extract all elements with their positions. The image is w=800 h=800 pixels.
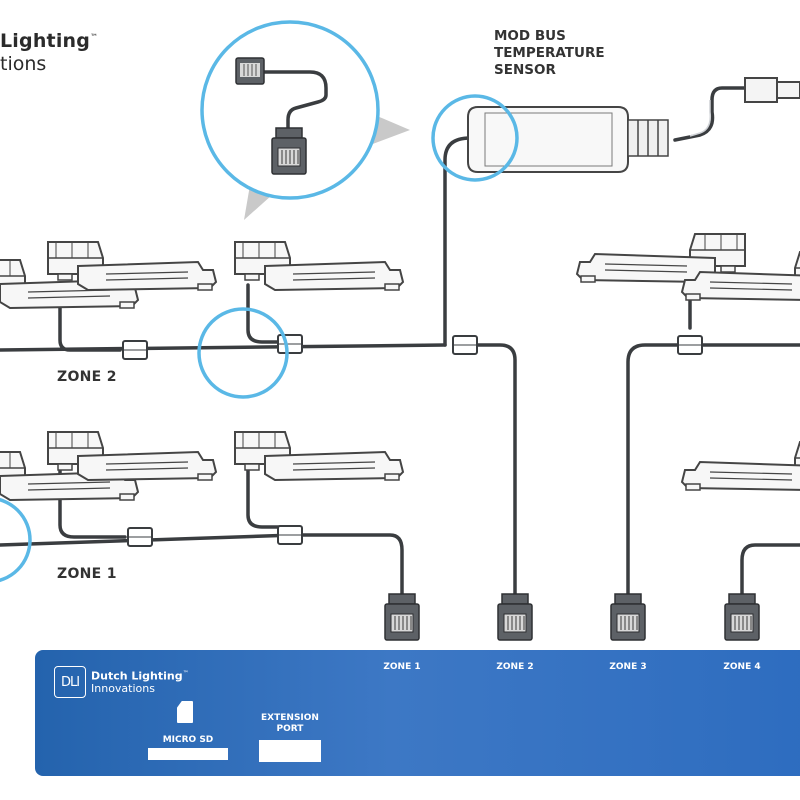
zone-1-label: ZONE 1 bbox=[57, 566, 117, 582]
rj45-plugs bbox=[384, 593, 760, 641]
sd-card-icon bbox=[177, 701, 193, 723]
cables-highlight bbox=[689, 100, 712, 137]
dli-logo-icon: DLI bbox=[54, 666, 86, 698]
brand-line2: tions bbox=[0, 53, 47, 75]
brand-logo-top: Lighting™ tions bbox=[0, 30, 98, 75]
zone-port-3-label: ZONE 3 bbox=[609, 662, 647, 672]
zoom-callout bbox=[200, 20, 410, 220]
micro-sd-slot[interactable] bbox=[148, 748, 228, 760]
zone-port-1-label: ZONE 1 bbox=[383, 662, 421, 672]
panel-brand-line2: Innovations bbox=[91, 681, 155, 695]
sensor-label-line1: MOD BUS bbox=[494, 28, 566, 44]
panel-brand: Dutch Lighting™ Innovations bbox=[91, 668, 189, 695]
panel-brand-line1: Dutch Lighting bbox=[91, 669, 183, 683]
splitters bbox=[122, 334, 703, 547]
extension-port-label-line2: PORT bbox=[276, 724, 304, 734]
panel-brand-tm: ™ bbox=[182, 670, 189, 677]
extension-port-label: EXTENSION PORT bbox=[250, 713, 330, 735]
zone-2-label: ZONE 2 bbox=[57, 369, 117, 385]
temperature-sensor bbox=[467, 77, 800, 173]
brand-line1: Lighting bbox=[0, 30, 91, 52]
highlight-circles bbox=[0, 94, 519, 583]
fixtures bbox=[0, 233, 800, 501]
extension-port-slot[interactable] bbox=[259, 740, 321, 762]
sensor-label: MOD BUS TEMPERATURE SENSOR bbox=[494, 28, 605, 79]
sensor-label-line2: TEMPERATURE bbox=[494, 45, 605, 61]
micro-sd-label: MICRO SD bbox=[162, 735, 214, 745]
zone-port-2-label: ZONE 2 bbox=[496, 662, 534, 672]
brand-tm: ™ bbox=[90, 32, 99, 42]
zone-port-4-label: ZONE 4 bbox=[723, 662, 761, 672]
sensor-label-line3: SENSOR bbox=[494, 62, 556, 78]
extension-port-label-line1: EXTENSION bbox=[261, 713, 319, 723]
